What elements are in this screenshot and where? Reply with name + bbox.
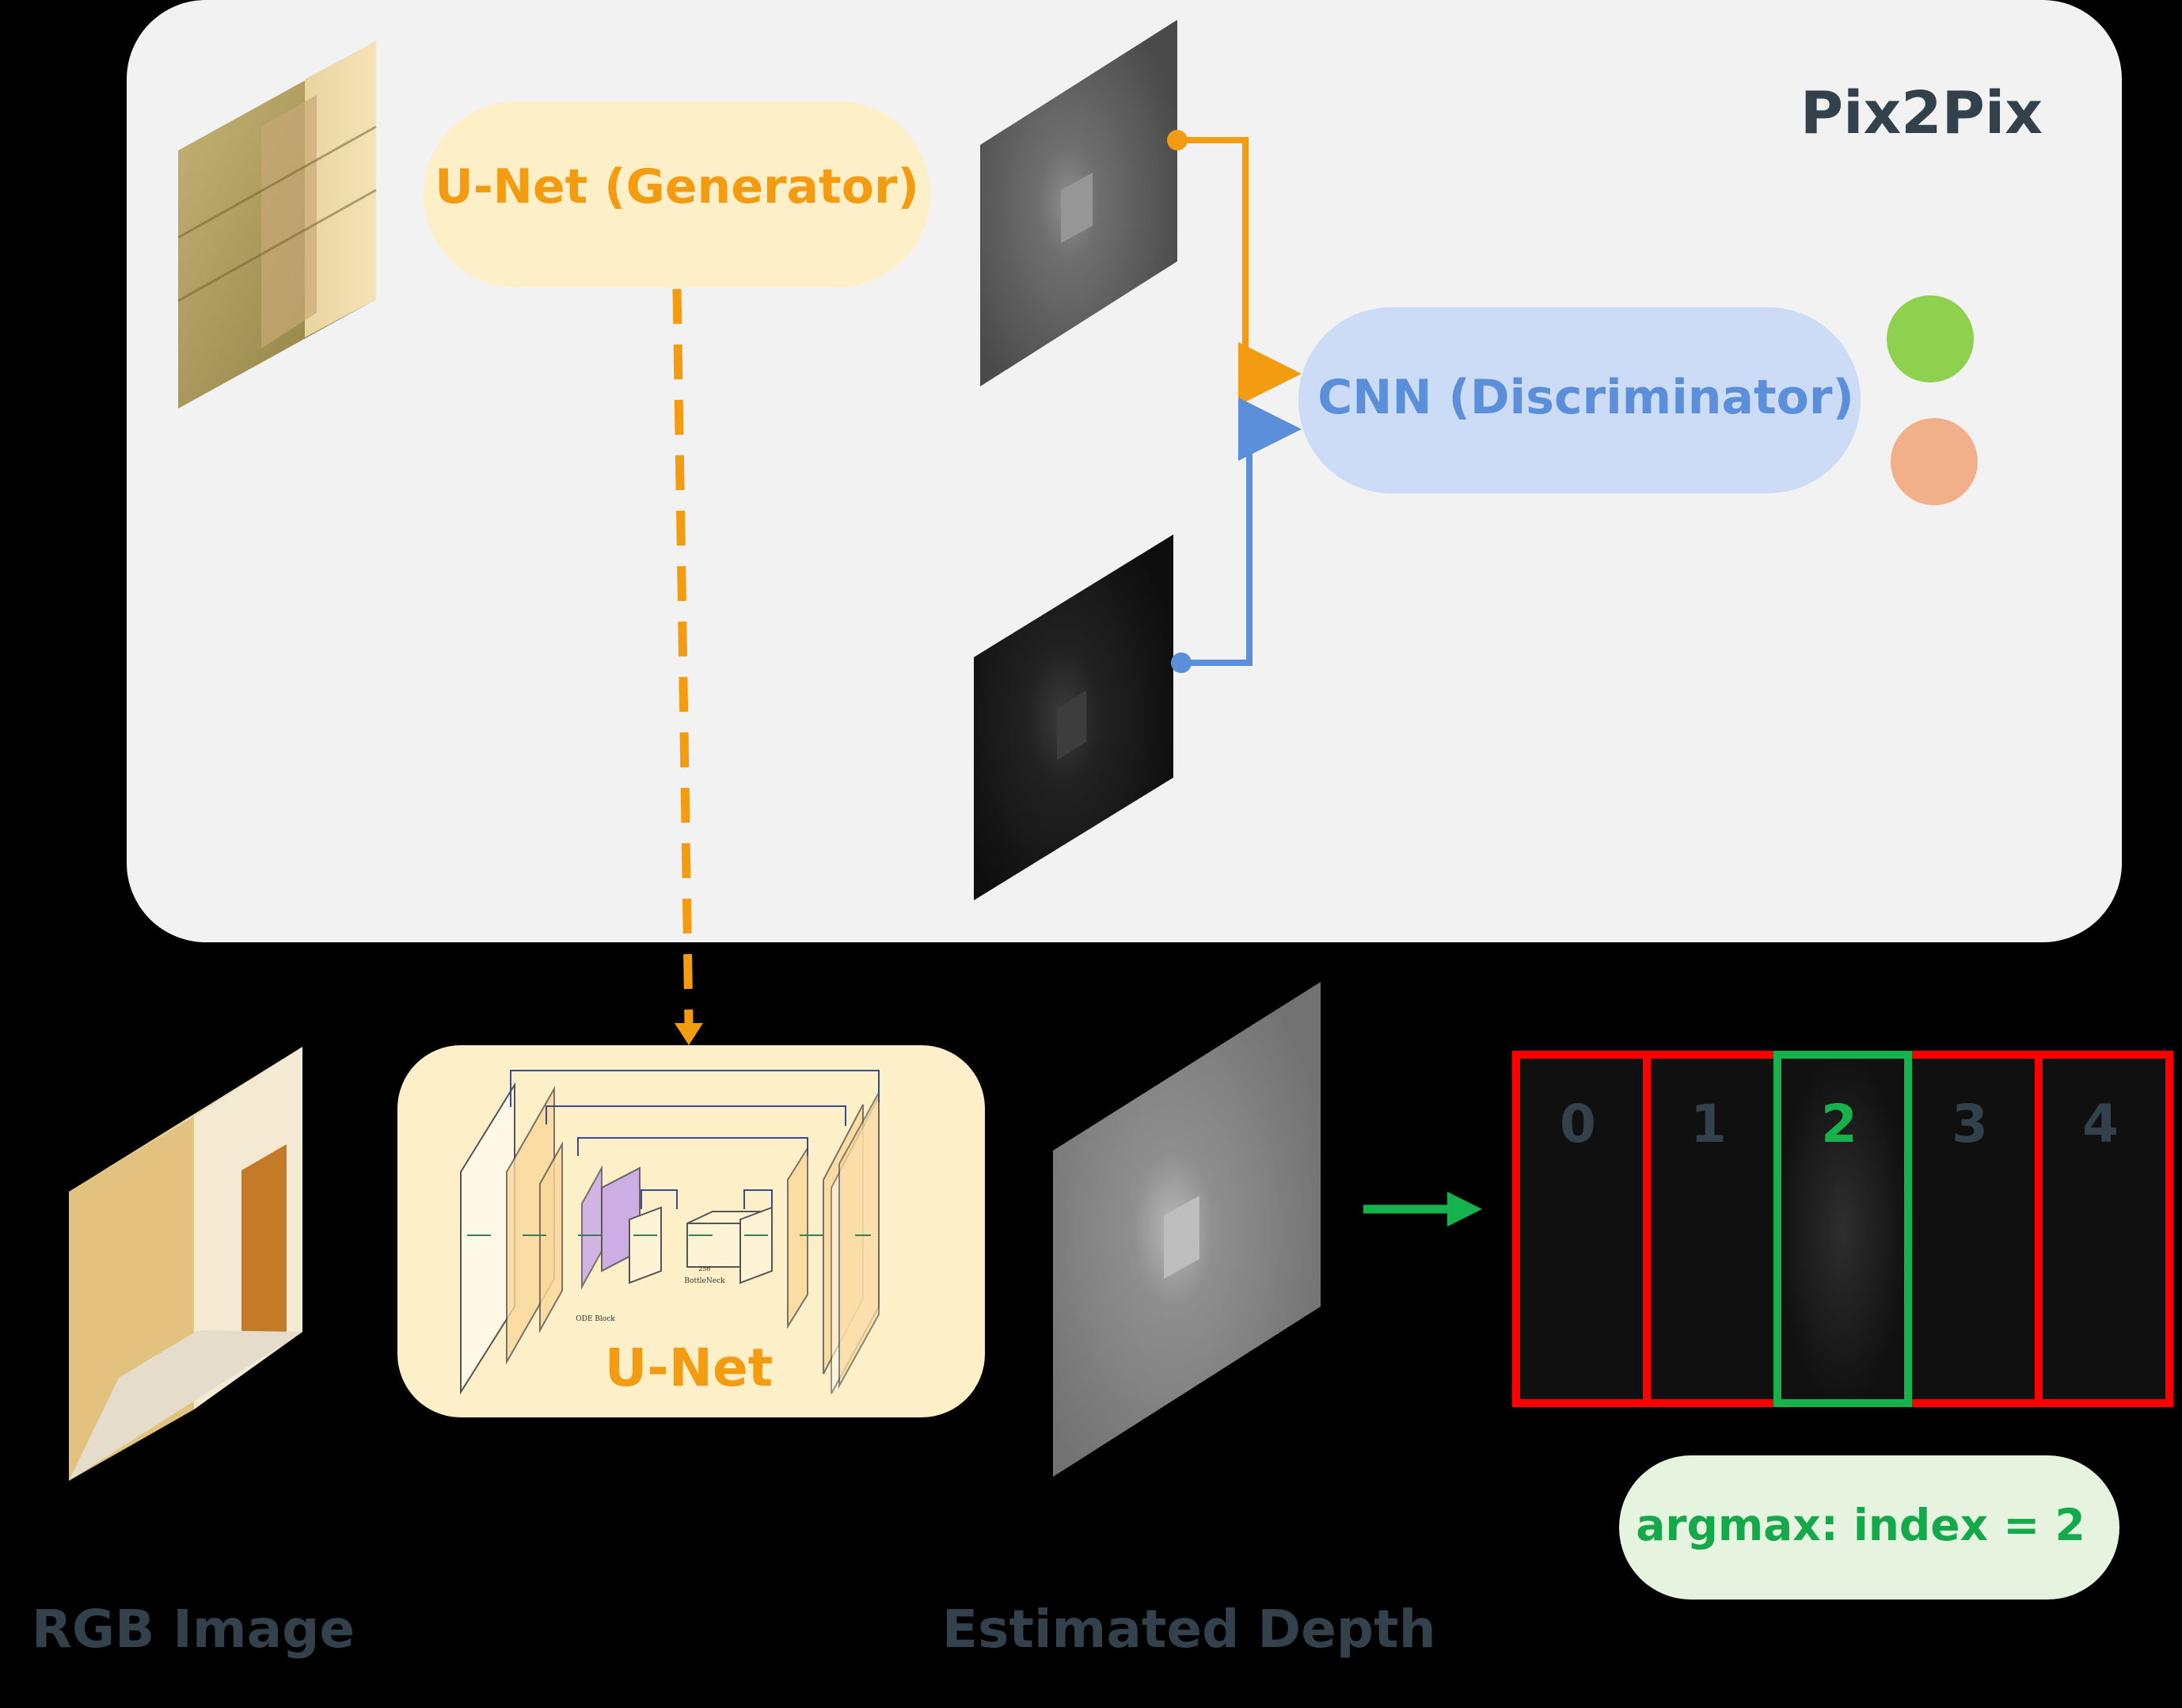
estimated-depth-caption: Estimated Depth: [942, 1599, 1436, 1660]
depth-bins: 0 1 2 3 4: [1512, 1051, 2173, 1407]
generated-output-dot: [1167, 130, 1188, 150]
discriminator-label: CNN (Discriminator): [1317, 370, 1854, 425]
ground-truth-depth-map: [974, 534, 1173, 900]
depth-bin-label: 1: [1690, 1094, 1727, 1155]
depth-bin-label: 4: [2082, 1094, 2119, 1155]
generator-to-unet-arrow: [672, 288, 694, 1024]
generated-depth-map: [980, 20, 1177, 386]
real-to-discriminator-arrow: [1181, 398, 1302, 666]
depth-bin-label: 0: [1560, 1094, 1596, 1155]
rgb-image-caption: RGB Image: [32, 1599, 355, 1660]
depth-bin: [2035, 1051, 2173, 1407]
unet-bottleneck-channels: 256: [698, 1265, 710, 1272]
discriminator-node: CNN (Discriminator): [1298, 307, 1861, 493]
depth-to-bins-arrowhead: [1447, 1192, 1482, 1227]
fake-output-dot: [1891, 418, 1978, 505]
generated-to-discriminator-arrow: [1177, 137, 1302, 405]
real-input-dot: [1171, 652, 1192, 673]
top-rgb-image: [177, 41, 377, 409]
argmax-label: argmax: index = 2: [1636, 1500, 2085, 1550]
estimated-depth-map: [1053, 982, 1321, 1477]
depth-bin-label: 2: [1821, 1094, 1857, 1155]
depth-bin-label: 3: [1952, 1094, 1988, 1155]
generator-to-unet-arrowhead: [675, 1023, 703, 1045]
pix2pix-title: Pix2Pix: [1800, 79, 2043, 147]
unet-architecture-figure: [460, 1070, 880, 1395]
argmax-node: argmax: index = 2: [1619, 1455, 2119, 1600]
generator-label: U-Net (Generator): [435, 159, 919, 215]
real-output-dot: [1887, 295, 1974, 382]
unet-ode-block-label: ODE Block: [576, 1315, 615, 1323]
generator-node: U-Net (Generator): [424, 101, 930, 287]
unet-label: U-Net: [605, 1337, 774, 1398]
unet-block: ODE Block BottleNeck 256 U-Net: [397, 1045, 985, 1417]
selected-bin-highlight: [1773, 1051, 1912, 1407]
unet-bottleneck-label: BottleNeck: [684, 1277, 725, 1285]
bottom-rgb-image: [69, 1047, 302, 1481]
